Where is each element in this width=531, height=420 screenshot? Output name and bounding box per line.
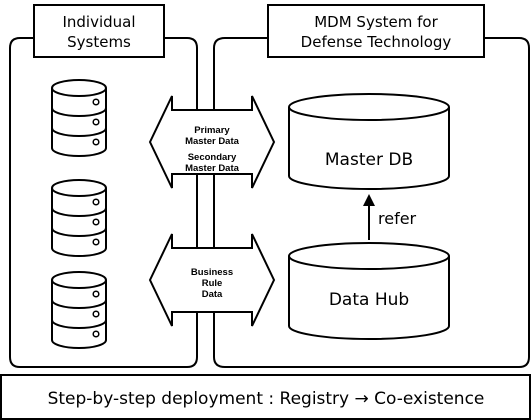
footer-text: Step-by-step deployment : Registry → Co-… bbox=[48, 389, 485, 409]
upper-double-arrow-icon bbox=[148, 95, 276, 189]
database-stack-icon bbox=[51, 179, 107, 257]
refer-arrow-icon bbox=[363, 194, 375, 240]
primary-master-data-line1: Primary bbox=[194, 125, 230, 136]
data-hub-label: Data Hub bbox=[329, 290, 409, 310]
left-panel-title-line2: Systems bbox=[67, 33, 131, 51]
left-panel-title-box bbox=[33, 4, 165, 58]
lower-double-arrow-icon bbox=[148, 233, 276, 327]
business-rule-data-line1: Business bbox=[191, 267, 233, 278]
master-db-cylinder bbox=[288, 93, 450, 190]
master-db-label: Master DB bbox=[325, 150, 413, 170]
database-stack-icon bbox=[51, 271, 107, 349]
right-panel-title-line2: Defense Technology bbox=[301, 33, 452, 51]
left-panel-title-line1: Individual bbox=[62, 13, 135, 31]
database-stack-icon bbox=[51, 79, 107, 157]
footer-box bbox=[0, 374, 531, 420]
business-rule-data-line2: Rule bbox=[202, 278, 223, 289]
business-rule-data-line3: Data bbox=[202, 289, 223, 300]
data-hub-cylinder bbox=[288, 242, 450, 340]
right-panel-title-line1: MDM System for bbox=[314, 13, 438, 31]
refer-label: refer bbox=[378, 209, 417, 228]
secondary-master-data-line2: Master Data bbox=[185, 163, 240, 174]
right-panel bbox=[213, 37, 530, 368]
primary-master-data-line2: Master Data bbox=[185, 136, 240, 147]
left-panel bbox=[9, 37, 198, 368]
right-panel-title-box bbox=[267, 4, 485, 58]
secondary-master-data-line1: Secondary bbox=[188, 152, 237, 163]
